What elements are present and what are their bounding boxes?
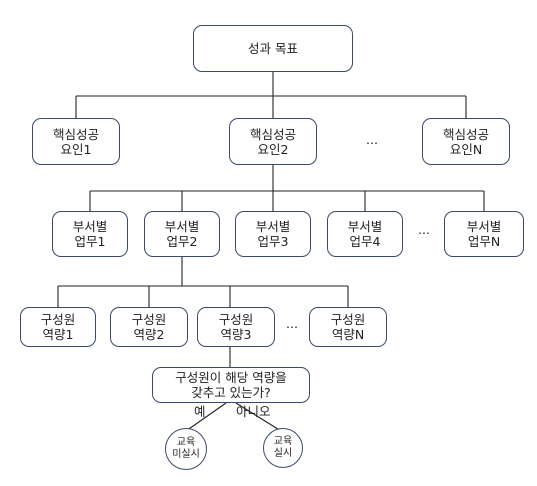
competency-2-line1: 구성원 bbox=[131, 312, 167, 327]
task-box-n: 부서별 업무N bbox=[444, 211, 524, 257]
outcome-circle-training: 교육 실시 bbox=[263, 428, 303, 468]
competency-3-line1: 구성원 bbox=[218, 312, 254, 327]
competency-2-line2: 역량2 bbox=[133, 327, 165, 342]
competencies-ellipsis: ... bbox=[286, 316, 298, 331]
answer-yes-label: 예 bbox=[194, 404, 206, 419]
task-4-line1: 부서별 bbox=[347, 219, 383, 234]
outcome-2-line1: 교육 bbox=[273, 436, 293, 447]
competency-n-line1: 구성원 bbox=[330, 312, 366, 327]
task-2-line1: 부서별 bbox=[164, 219, 200, 234]
question-line1: 구성원이 해당 역량을 bbox=[175, 370, 287, 385]
competency-3-line2: 역량3 bbox=[220, 327, 252, 342]
csf-1-line1: 핵심성공 bbox=[52, 126, 99, 142]
task-n-line2: 업무N bbox=[467, 234, 501, 249]
answer-no-label: 아니오 bbox=[236, 404, 271, 419]
goal-label: 성과 목표 bbox=[248, 41, 298, 56]
tasks-ellipsis: ... bbox=[418, 222, 430, 237]
task-box-4: 부서별 업무4 bbox=[327, 211, 403, 257]
goal-box: 성과 목표 bbox=[193, 25, 353, 72]
csf-ellipsis: ... bbox=[366, 132, 378, 147]
task-box-1: 부서별 업무1 bbox=[52, 211, 128, 257]
csf-1-line2: 요인1 bbox=[60, 141, 92, 157]
competency-1-line2: 역량1 bbox=[42, 327, 74, 342]
competency-box-2: 구성원 역량2 bbox=[110, 307, 188, 347]
competency-1-line1: 구성원 bbox=[40, 312, 76, 327]
csf-n-line2: 요인N bbox=[449, 141, 483, 157]
task-1-line2: 업무1 bbox=[74, 234, 106, 249]
task-1-line1: 부서별 bbox=[72, 219, 108, 234]
csf-2-line2: 요인2 bbox=[257, 141, 289, 157]
csf-2-line1: 핵심성공 bbox=[249, 126, 296, 142]
task-2-line2: 업무2 bbox=[166, 234, 198, 249]
csf-n-line1: 핵심성공 bbox=[442, 126, 489, 142]
question-box: 구성원이 해당 역량을 갖추고 있는가? bbox=[152, 367, 310, 403]
task-box-2: 부서별 업무2 bbox=[144, 211, 220, 257]
task-box-3: 부서별 업무3 bbox=[235, 211, 311, 257]
csf-box-n: 핵심성공 요인N bbox=[422, 118, 510, 165]
task-3-line1: 부서별 bbox=[255, 219, 291, 234]
outcome-1-line2: 미실시 bbox=[172, 449, 200, 460]
task-3-line2: 업무3 bbox=[257, 234, 289, 249]
competency-box-1: 구성원 역량1 bbox=[20, 307, 96, 347]
task-n-line1: 부서별 bbox=[466, 219, 502, 234]
competency-n-line2: 역량N bbox=[331, 327, 365, 342]
csf-box-2: 핵심성공 요인2 bbox=[229, 118, 317, 165]
csf-box-1: 핵심성공 요인1 bbox=[32, 118, 120, 165]
task-4-line2: 업무4 bbox=[349, 234, 381, 249]
question-line2: 갖추고 있는가? bbox=[191, 385, 271, 400]
competency-box-n: 구성원 역량N bbox=[309, 307, 387, 347]
outcome-2-line2: 실시 bbox=[273, 448, 293, 459]
competency-box-3: 구성원 역량3 bbox=[197, 307, 275, 347]
outcome-circle-no-training: 교육 미실시 bbox=[165, 428, 207, 470]
outcome-1-line1: 교육 bbox=[176, 437, 196, 448]
